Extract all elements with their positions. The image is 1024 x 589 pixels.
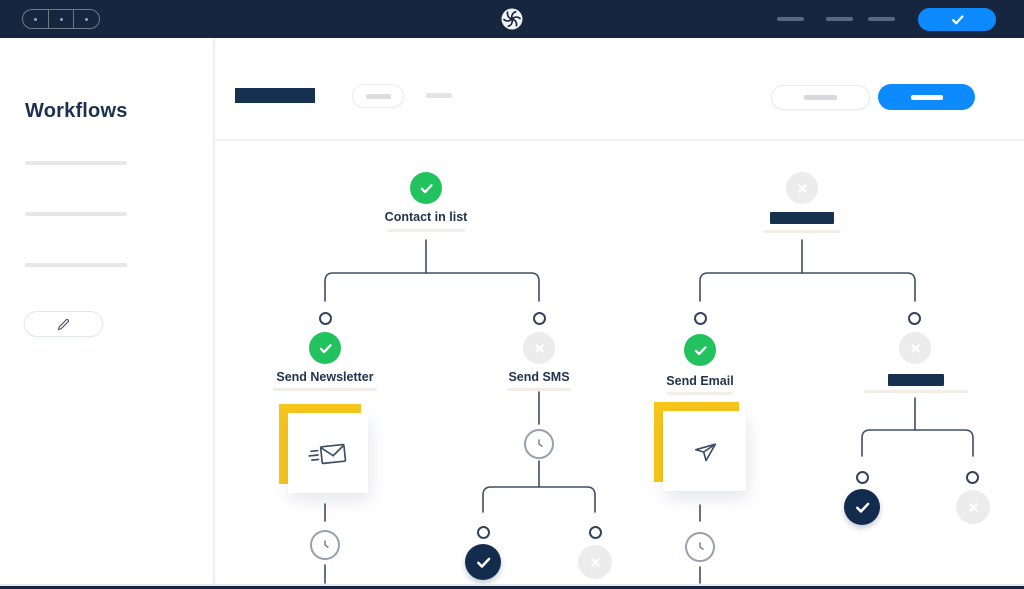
- topbar: [0, 0, 1024, 38]
- label-underline: [864, 390, 968, 393]
- mail-send-icon: [308, 443, 347, 464]
- node-label-contact[interactable]: Contact in list: [384, 210, 468, 224]
- workflow-list-item-placeholder[interactable]: [25, 161, 127, 165]
- branch-point[interactable]: [589, 526, 602, 539]
- node-label-placeholder: [888, 374, 944, 386]
- secondary-button-placeholder[interactable]: [771, 85, 870, 110]
- page-title: Workflows: [25, 100, 128, 122]
- workflow-connectors: [324, 239, 974, 584]
- branch-point[interactable]: [966, 471, 979, 484]
- dot-icon: [85, 17, 89, 21]
- nav-item-placeholder[interactable]: [826, 17, 853, 21]
- action-card-newsletter[interactable]: [279, 404, 368, 493]
- toolbar-divider: [215, 139, 1024, 141]
- paper-plane-icon: [694, 443, 716, 462]
- node-status-done-icon[interactable]: [465, 544, 501, 580]
- brand-spiral-icon: [500, 7, 524, 31]
- label-underline: [387, 229, 465, 232]
- workflow-list-item-placeholder[interactable]: [25, 263, 127, 267]
- label-underline: [273, 388, 377, 391]
- label-underline: [667, 392, 733, 395]
- node-label-email[interactable]: Send Email: [666, 374, 734, 388]
- nav-item-placeholder[interactable]: [868, 17, 895, 21]
- window-frame-bottom: [0, 584, 1024, 589]
- node-status-done-icon[interactable]: [844, 489, 880, 525]
- dash-placeholder: [910, 94, 943, 100]
- confirm-button[interactable]: [918, 8, 996, 31]
- branch-point[interactable]: [533, 312, 546, 325]
- dot-icon: [33, 17, 37, 21]
- node-label-sms[interactable]: Send SMS: [508, 370, 570, 384]
- card-accent: [654, 402, 739, 483]
- node-status-inactive-icon[interactable]: [786, 172, 818, 204]
- timer-clock-icon[interactable]: [310, 530, 340, 560]
- dash-placeholder: [804, 95, 837, 100]
- filter-pill-placeholder[interactable]: [352, 84, 404, 108]
- check-icon: [951, 15, 964, 25]
- timer-clock-icon[interactable]: [685, 532, 715, 562]
- timer-clock-icon[interactable]: [524, 429, 554, 459]
- label-underline: [507, 388, 571, 391]
- workflow-title-placeholder: [235, 88, 315, 103]
- window-control-button[interactable]: [23, 10, 49, 28]
- branch-point[interactable]: [319, 312, 332, 325]
- branch-point[interactable]: [477, 526, 490, 539]
- node-label-newsletter[interactable]: Send Newsletter: [276, 370, 374, 384]
- window-control-button[interactable]: [49, 10, 75, 28]
- dash-placeholder: [426, 93, 452, 98]
- node-status-inactive-icon[interactable]: [523, 332, 555, 364]
- node-status-inactive-icon[interactable]: [956, 490, 990, 524]
- branch-point[interactable]: [694, 312, 707, 325]
- dash-placeholder: [365, 93, 391, 99]
- primary-button-placeholder[interactable]: [878, 84, 975, 110]
- window-controls: [22, 9, 100, 29]
- dot-icon: [59, 17, 63, 21]
- pencil-icon: [57, 318, 70, 330]
- action-card-email[interactable]: [654, 402, 746, 491]
- label-underline: [763, 230, 841, 233]
- window-control-button[interactable]: [74, 10, 99, 28]
- nav-item-placeholder[interactable]: [777, 17, 804, 21]
- card-accent: [279, 404, 361, 485]
- node-status-inactive-icon[interactable]: [578, 545, 612, 579]
- node-status-success-icon[interactable]: [309, 332, 341, 364]
- edit-button[interactable]: [24, 311, 103, 337]
- node-status-success-icon[interactable]: [410, 172, 442, 204]
- node-status-inactive-icon[interactable]: [899, 332, 931, 364]
- workflow-list-item-placeholder[interactable]: [25, 212, 127, 216]
- sidebar: Workflows: [0, 38, 215, 584]
- branch-point[interactable]: [908, 312, 921, 325]
- node-label-placeholder: [770, 212, 834, 224]
- node-status-success-icon[interactable]: [684, 334, 716, 366]
- branch-point[interactable]: [856, 471, 869, 484]
